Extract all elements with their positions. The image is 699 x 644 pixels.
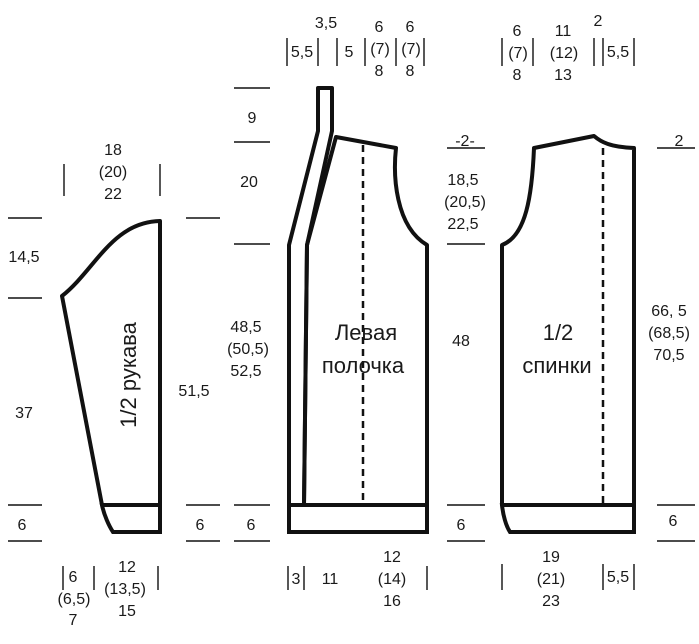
- front-bottom-mid: 11: [322, 571, 339, 588]
- middle-armhole-depth-3: 22,5: [447, 216, 478, 233]
- sleeve-pattern: 18 (20) 22 14,5 37 6 1/2 рукава 51,5 6 6…: [8, 142, 220, 629]
- middle-armhole-depth-2: (20,5): [444, 194, 486, 211]
- sleeve-bottom-edge-2: (6,5): [58, 591, 91, 608]
- front-hem-height: 6: [247, 517, 256, 534]
- front-top-width-d-1: 6: [375, 19, 384, 36]
- front-bottom-right-3: 16: [383, 593, 401, 610]
- sleeve-bottom-width-2: (13,5): [104, 581, 146, 598]
- back-top-width-b-1: 11: [555, 23, 572, 40]
- sleeve-total-length: 51,5: [178, 383, 209, 400]
- sleeve-top-width-2: (20): [99, 164, 127, 181]
- sleeve-outline: [60, 219, 162, 507]
- front-pattern: 3,5 5,5 5 6 (7) 8 6 (7) 8 9 20 48,5 (50,…: [227, 15, 429, 610]
- front-top-width-d-3: 8: [375, 63, 384, 80]
- sleeve-bottom-width-3: 15: [118, 603, 136, 620]
- back-total-length-1: 66, 5: [651, 303, 687, 320]
- back-top-width-a-2: (7): [508, 45, 528, 62]
- sleeve-bottom-width-1: 12: [118, 559, 136, 576]
- middle-side-length: 48: [452, 333, 470, 350]
- back-hem-height: 6: [669, 513, 678, 530]
- front-bottom-left: 3: [292, 571, 301, 588]
- sleeve-cuff-height-right: 6: [196, 517, 205, 534]
- front-top-width-a: 3,5: [315, 15, 337, 32]
- middle-armhole-depth-1: 18,5: [447, 172, 478, 189]
- sleeve-bottom-edge-3: 7: [69, 612, 78, 629]
- front-armhole-height: 20: [240, 174, 258, 191]
- front-top-width-e-3: 8: [406, 63, 415, 80]
- sleeve-cap-height: 14,5: [8, 249, 39, 266]
- sleeve-arm-length: 37: [15, 405, 33, 422]
- front-top-width-d-2: (7): [370, 41, 390, 58]
- front-top-width-b: 5,5: [291, 44, 313, 61]
- back-shoulder-drop: 2: [675, 133, 684, 150]
- front-title-line2: полочка: [322, 353, 405, 378]
- sleeve-cuff: [99, 503, 162, 534]
- back-top-width-b-3: 13: [554, 67, 572, 84]
- back-total-length-2: (68,5): [648, 325, 690, 342]
- back-bottom-width-3: 23: [542, 593, 560, 610]
- front-body-length-3: 52,5: [230, 363, 261, 380]
- back-top-width-b-2: (12): [550, 45, 578, 62]
- back-pattern: 6 (7) 8 11 (12) 13 2 5,5 1/2 спинки 2 66…: [499, 13, 695, 610]
- sleeve-title: 1/2 рукава: [116, 321, 141, 427]
- front-body-length-1: 48,5: [230, 319, 261, 336]
- front-bottom-right-2: (14): [378, 571, 406, 588]
- middle-hem-height: 6: [457, 517, 466, 534]
- sleeve-cuff-height-left: 6: [18, 517, 27, 534]
- back-bottom-right: 5,5: [607, 569, 629, 586]
- back-outline: [500, 134, 636, 507]
- front-bottom-right-1: 12: [383, 549, 401, 566]
- back-bottom-width-2: (21): [537, 571, 565, 588]
- sleeve-top-width-3: 22: [104, 186, 122, 203]
- front-top-width-e-2: (7): [401, 41, 421, 58]
- front-neck-height: 9: [248, 110, 257, 127]
- front-hem-band: [287, 503, 429, 534]
- back-hem-band: [499, 503, 636, 534]
- back-title-line1: 1/2: [543, 320, 574, 345]
- front-top-width-c: 5: [345, 44, 354, 61]
- middle-shoulder-drop: -2-: [455, 133, 475, 150]
- back-top-width-a-1: 6: [513, 23, 522, 40]
- front-top-width-e-1: 6: [406, 19, 415, 36]
- back-title-line2: спинки: [522, 353, 591, 378]
- back-total-length-3: 70,5: [653, 347, 684, 364]
- back-bottom-width-1: 19: [542, 549, 560, 566]
- sleeve-top-width-1: 18: [104, 142, 122, 159]
- sleeve-bottom-edge-1: 6: [69, 569, 78, 586]
- front-button-band: [287, 86, 334, 507]
- front-title-line1: Левая: [335, 320, 397, 345]
- back-top-width-c: 2: [594, 13, 603, 30]
- front-body-length-2: (50,5): [227, 341, 269, 358]
- back-top-width-d: 5,5: [607, 44, 629, 61]
- back-top-width-a-3: 8: [513, 67, 522, 84]
- middle-dimensions: -2- 18,5 (20,5) 22,5 48 6: [444, 133, 486, 542]
